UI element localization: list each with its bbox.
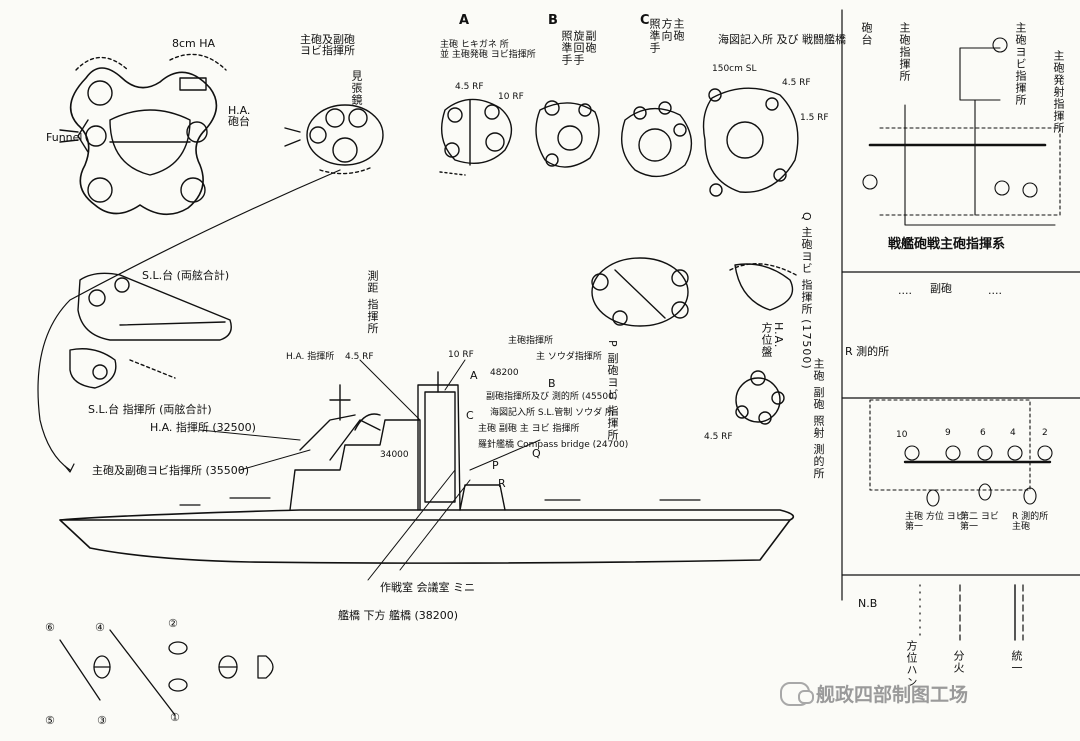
- label-sl-150: 150cm SL: [712, 64, 757, 74]
- label-main-tower-2: 主 ソウダ指揮所: [536, 352, 602, 362]
- label-funnel: Funnel: [46, 131, 83, 144]
- label-rf-45-right: 4.5 RF: [782, 78, 811, 88]
- label-main-director: 主砲指揮所: [508, 336, 554, 346]
- label-station-b-title: B: [548, 13, 558, 28]
- right-v3: 主砲ヨビ指揮所: [1014, 22, 1027, 106]
- r-rangefinder-schematic: [869, 399, 1053, 507]
- label-chart-sl: 海図記入所 S.L.管制 ソウダ 所: [490, 408, 615, 418]
- label-bottom-right-1: 主砲 方位 ヨビ 第一: [905, 512, 965, 532]
- label-tower-group-title: 海図記入所 及び 戦闘艦橋: [718, 33, 846, 46]
- num-6: 6: [980, 428, 986, 438]
- legend-3: 統一: [1010, 650, 1023, 674]
- label-ha-side: H.A. 指揮所: [286, 352, 335, 362]
- label-8cm-ha: 8cm HA: [172, 37, 216, 50]
- label-rf-15-right: 1.5 RF: [800, 113, 829, 123]
- letter-b: B: [548, 377, 556, 390]
- label-ha-bottom-right: H.A. 方位盤: [760, 322, 785, 358]
- dots-right: ....: [988, 284, 1002, 297]
- label-bottom-right-3: R 測的所 主砲: [1012, 512, 1049, 532]
- corner-4: ④: [95, 621, 105, 634]
- watermark-text: 舰政四部制图工场: [816, 684, 969, 706]
- num-10: 10: [896, 430, 908, 440]
- label-ha-gun-deck: H.A. 砲台: [228, 104, 251, 128]
- ha-gun-deck-plan: [59, 53, 227, 216]
- letter-c: C: [466, 409, 474, 422]
- num-4: 4: [1010, 428, 1016, 438]
- leader-arc: [37, 169, 341, 471]
- symbol-key: [59, 629, 274, 716]
- label-rf-10-mid: 10 RF: [448, 350, 474, 360]
- label-station-a-title: A: [459, 13, 470, 28]
- corner-3: ③: [97, 714, 107, 727]
- label-station-b: 副砲 旋回手 照準手: [560, 30, 597, 66]
- label-p: P 副砲ヨビ 指揮所: [606, 340, 619, 441]
- dots-left: ....: [898, 284, 912, 297]
- corner-2: ②: [168, 617, 178, 630]
- label-station-a: 主砲 ヒキガネ 所 並 主砲発砲 ヨビ指揮所: [440, 40, 536, 60]
- num-9: 9: [945, 428, 951, 438]
- label-spotter-left: 見張鏡: [350, 70, 363, 106]
- sl-deck-plan: [69, 272, 232, 389]
- rangefinder-bottom-plan: [735, 370, 785, 425]
- label-main-spotting: 主砲及副砲ヨビ指揮所 (35500): [92, 464, 250, 477]
- leader-lines: [199, 359, 541, 581]
- label-rf-45-bottom: 4.5 RF: [704, 432, 733, 442]
- label-rf-45-mid: 4.5 RF: [345, 352, 374, 362]
- label-sl-deck: S.L.台 (両舷合計): [142, 269, 230, 282]
- label-sub-fire-title: 副砲: [930, 282, 952, 295]
- station-a-plan: [439, 98, 513, 176]
- wechat-icon: [780, 681, 814, 706]
- station-p-plan: [591, 257, 689, 327]
- legend-2: 分火: [952, 650, 965, 674]
- ship-side-view: [59, 371, 795, 564]
- corner-6: ⑥: [45, 621, 55, 634]
- label-rf-10-a: 10 RF: [498, 92, 524, 102]
- label-station-c-title: C: [640, 13, 650, 28]
- label-station-c: 主砲 方向 照準手: [648, 18, 685, 54]
- label-ha-control: H.A. 指揮所 (32500): [150, 421, 256, 434]
- corner-1: ①: [170, 711, 180, 724]
- label-main-secondary: 主砲 副砲 照射 測的所: [812, 358, 825, 480]
- label-nb: N.B: [858, 597, 878, 610]
- letter-a: A: [470, 369, 478, 382]
- right-v1: 砲台: [860, 22, 873, 46]
- label-spotting-top: 主砲及副砲 ヨビ指揮所: [300, 33, 355, 57]
- legend-1: 方位ハン: [905, 640, 918, 688]
- label-compass-bridge: 羅針艦橋 Compass bridge (24700): [478, 440, 629, 450]
- label-48200: 48200: [490, 368, 519, 378]
- label-main-fire-title: 戦艦砲戦主砲指揮系: [888, 237, 1006, 252]
- spotting-top-plan: [284, 104, 384, 175]
- right-v4: 主砲発射指揮所: [1052, 50, 1065, 134]
- label-sl-control: S.L.台 指揮所 (両舷合計): [88, 403, 212, 416]
- station-c-plan: [621, 101, 693, 178]
- station-b-plan: [535, 100, 600, 168]
- tower-group-plan: [702, 87, 799, 197]
- label-secondary-45500: 副砲指揮所及び 測的所 (45500): [486, 392, 618, 402]
- letter-q: Q: [532, 447, 541, 460]
- main-fire-schematic: [862, 37, 1061, 226]
- right-v2: 主砲指揮所: [898, 22, 911, 82]
- station-q-plan: [729, 263, 799, 311]
- watermark: 舰政四部制图工场: [780, 680, 968, 707]
- letter-p: P: [492, 459, 499, 472]
- label-q: Q 主砲ヨビ 指揮所 (17500): [800, 212, 813, 370]
- label-bottom-right-2: 第二 ヨビ 第一: [960, 512, 999, 532]
- label-lower-bridge: 艦橋 下方 艦橋 (38200): [338, 609, 459, 622]
- num-2: 2: [1042, 428, 1048, 438]
- label-bridge-secondary: 主砲 副砲 主 ヨビ 指揮所: [478, 424, 580, 434]
- label-34000: 34000: [380, 450, 409, 460]
- label-rf-45-a: 4.5 RF: [455, 82, 484, 92]
- nb-legend: [919, 584, 1024, 641]
- label-battle-bridge: 作戦室 会議室 ミニ: [380, 581, 475, 594]
- label-r-rangefinder-top: R 測的所: [845, 345, 890, 358]
- corner-5: ⑤: [45, 714, 55, 727]
- label-rangefinder-top: 測距 指揮所: [366, 270, 379, 335]
- letter-r: R: [498, 477, 506, 490]
